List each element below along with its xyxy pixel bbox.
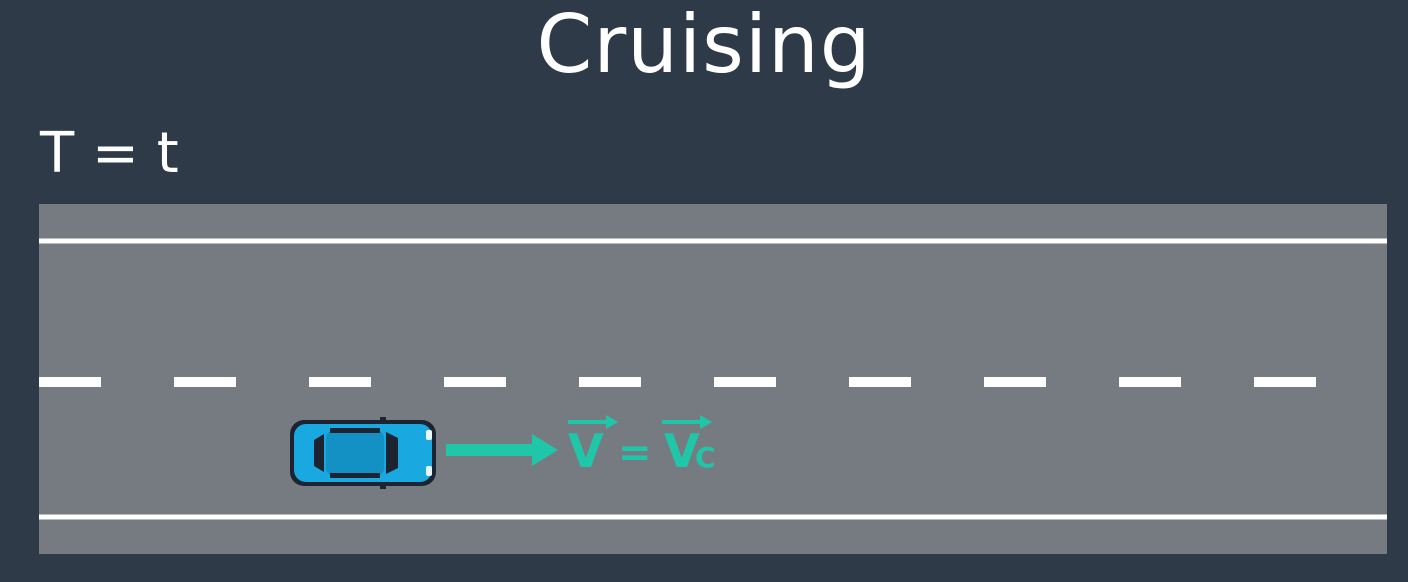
equals-sign: =	[618, 430, 652, 476]
time-label: T = t	[40, 121, 179, 186]
velocity-symbol: V	[568, 424, 604, 478]
cruise-velocity-symbol: V	[664, 424, 700, 478]
arrow-right-icon	[446, 434, 558, 466]
diagram-title: Cruising	[536, 0, 872, 91]
velocity-equation: V = V C	[568, 415, 716, 478]
car-top-view-icon	[290, 417, 436, 489]
road-surface	[39, 204, 1387, 554]
cruise-velocity-subscript: C	[695, 441, 716, 474]
